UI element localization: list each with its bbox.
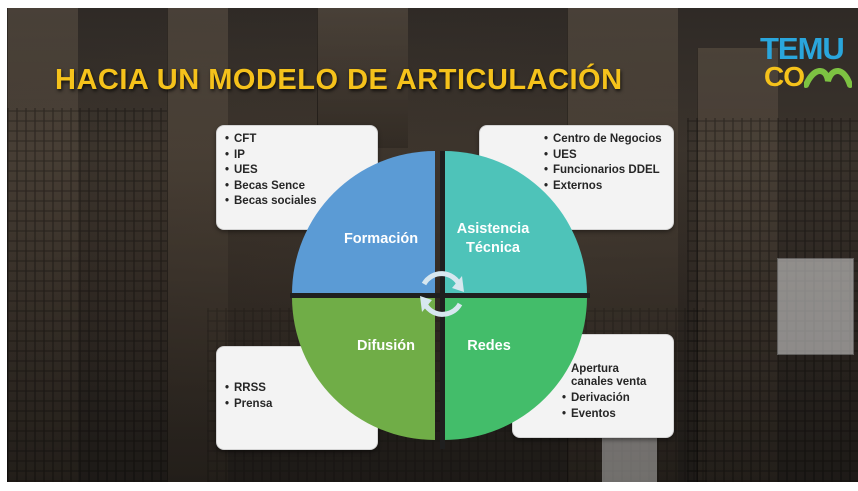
list-item: Derivación xyxy=(562,391,673,407)
asistencia-list: Centro de Negocios UES Funcionarios DDEL… xyxy=(480,126,673,194)
list-item: UES xyxy=(544,148,673,164)
background-billboard xyxy=(602,438,657,482)
list-item: Externos xyxy=(544,179,673,195)
list-item: Becas Sence xyxy=(225,179,377,195)
logo-text-top: TEMU xyxy=(760,31,845,66)
difusion-label: Difusión xyxy=(357,338,415,354)
cycle-arrows-icon xyxy=(420,271,464,317)
background-windows xyxy=(7,108,167,482)
list-item: IP xyxy=(225,148,377,164)
redes-label: Redes xyxy=(467,338,511,354)
list-item: RRSS xyxy=(225,381,377,397)
list-item: Prensa xyxy=(225,397,377,413)
list-item: Apertura canales venta xyxy=(562,363,661,389)
temuco-logo: TEMU CO xyxy=(760,33,855,103)
asistencia-label-line1: Asistencia xyxy=(456,221,530,237)
background-building xyxy=(697,48,778,482)
asistencia-label: Asistencia Técnica xyxy=(444,220,542,258)
list-item: Becas sociales xyxy=(225,194,377,210)
quadrant-separator-horizontal xyxy=(290,293,590,298)
background-billboard xyxy=(777,258,854,355)
formacion-label: Formación xyxy=(343,231,419,247)
list-item: Funcionarios DDEL xyxy=(544,163,673,179)
logo-text-bottom: CO xyxy=(764,61,805,92)
leaf-icon xyxy=(804,68,852,88)
difusion-list: RRSS Prensa xyxy=(217,347,377,412)
list-item: CFT xyxy=(225,132,377,148)
background-building xyxy=(317,8,408,148)
list-item: Centro de Negocios xyxy=(544,132,673,148)
formacion-list: CFT IP UES Becas Sence Becas sociales xyxy=(217,126,377,210)
background-building xyxy=(7,8,78,482)
list-item: Eventos xyxy=(562,407,673,423)
list-item: UES xyxy=(225,163,377,179)
quadrant-separator-vertical xyxy=(440,151,445,449)
slide-title: HACIA UN MODELO DE ARTICULACIÓN xyxy=(55,64,623,96)
slide: HACIA UN MODELO DE ARTICULACIÓN TEMU CO … xyxy=(7,8,858,482)
asistencia-label-line2: Técnica xyxy=(466,240,520,256)
redes-list: Apertura canales venta Derivación Evento… xyxy=(513,335,673,422)
difusion-quadrant: Difusión xyxy=(292,297,435,440)
